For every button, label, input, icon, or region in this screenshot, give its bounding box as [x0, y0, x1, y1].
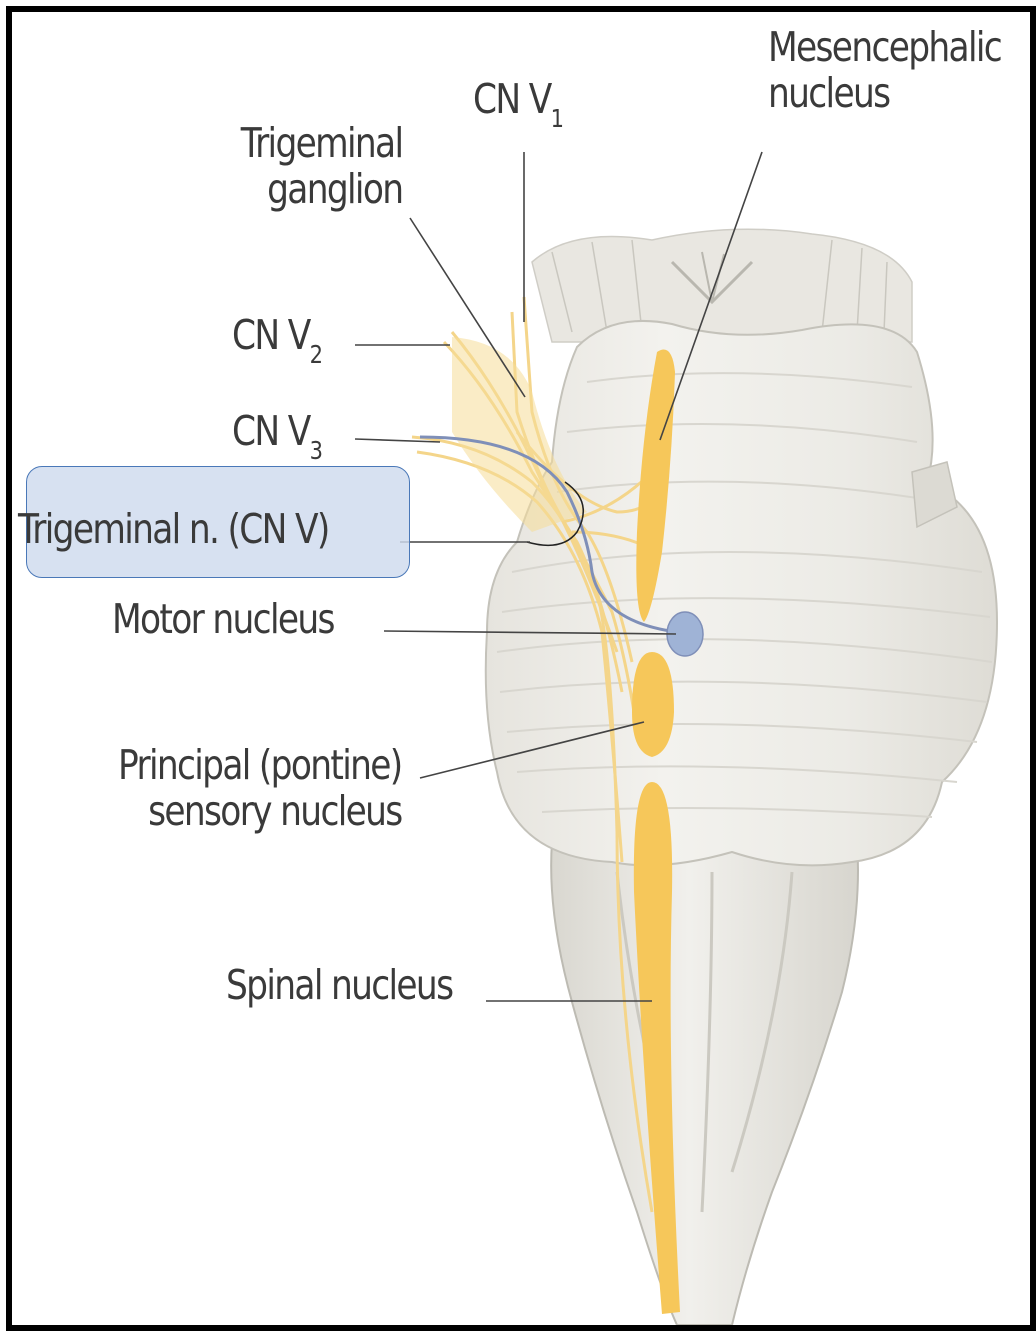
- label-cn-v3: CN V3: [232, 408, 323, 460]
- medulla: [551, 842, 858, 1325]
- label-motor-nucleus: Motor nucleus: [112, 596, 334, 642]
- label-mesencephalic-nucleus: Mesencephalic nucleus: [768, 24, 1001, 116]
- label-trigeminal-ganglion: Trigeminal ganglion: [240, 120, 402, 212]
- pons: [486, 321, 997, 865]
- principal-sensory-nucleus: [632, 652, 674, 757]
- label-principal-sensory-nucleus: Principal (pontine) sensory nucleus: [118, 742, 402, 834]
- figure-frame: CN V1 Mesencephalic nucleus Trigeminal g…: [6, 6, 1036, 1331]
- label-spinal-nucleus: Spinal nucleus: [226, 962, 452, 1008]
- label-trigeminal-nerve: Trigeminal n. (CN V): [18, 506, 329, 552]
- label-cn-v1: CN V1: [473, 76, 564, 128]
- brainstem-illustration: [12, 12, 1030, 1325]
- label-cn-v2: CN V2: [232, 312, 323, 364]
